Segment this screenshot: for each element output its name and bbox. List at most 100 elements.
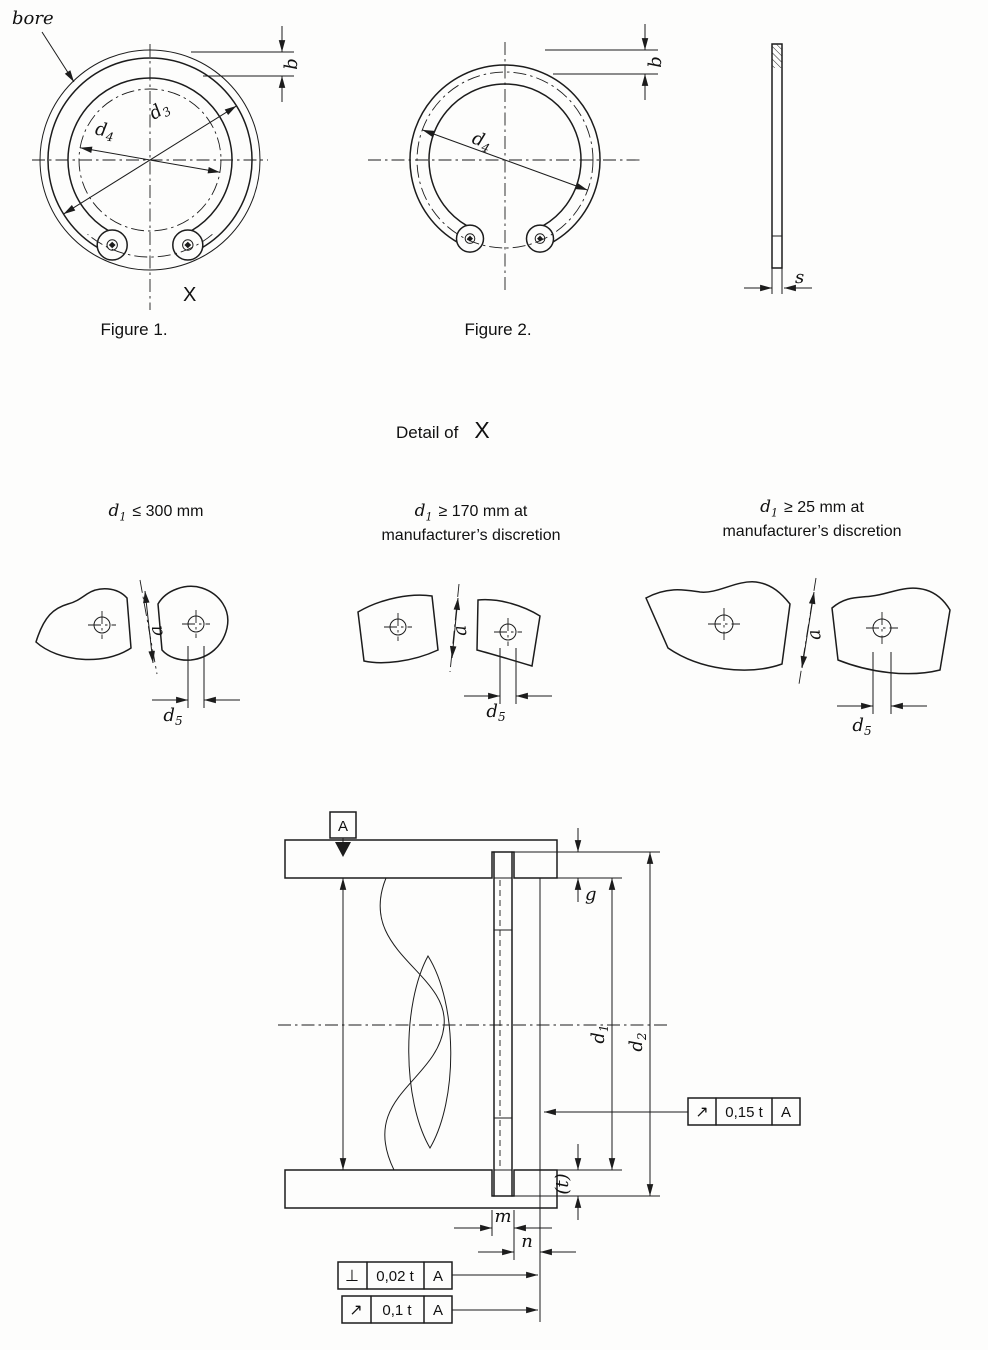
variant-condition: d1≥ 170 mm at [414,501,528,524]
fcf-frame [341,1295,453,1324]
lug-right [157,585,229,661]
lug-hole-left [464,233,476,244]
variant-condition-line2: manufacturer’s discretion [381,527,561,544]
dim-d2-label: d2 [626,1032,649,1051]
detail-variant-1-heading: d1≤ 300 mm [56,500,256,524]
fcf-tolerance-value: 0,02 t [376,1268,414,1285]
dim-d4-label: d4 [93,119,116,145]
dimension-line [800,591,816,669]
figure-1: b d4 d3 bore X [12,8,302,310]
installation-section: A g d1 d2 (t) [278,811,801,1324]
dim-a-label: a [145,624,168,638]
detail-variant-2: a d5 [357,583,552,724]
fcf-perpendicularity-002: ⊥ 0,02 t A [337,1261,538,1290]
perpendicularity-icon: ⊥ [345,1266,359,1285]
dim-a-label: a [803,628,825,642]
dim-d5-label: d5 [486,701,505,724]
retained-part-section [408,955,452,1149]
detail-of-x-marker: X [474,417,490,443]
ring-section-lower [493,1169,513,1197]
housing-lower [284,1169,558,1209]
fcf-runout-015: ↗ 0,15 t A [544,1097,801,1126]
ring-section-profile [771,43,783,269]
housing-upper [284,839,558,879]
variant-condition: d1≥ 25 mm at [760,497,864,520]
dimension-line [63,105,237,215]
datum-triangle [335,842,351,857]
side-view: s [744,43,812,294]
dim-a: a [449,583,472,673]
dim-a-label: a [450,624,472,637]
dim-t-label: (t) [552,1173,573,1194]
figure-2: b d4 [368,24,666,292]
dimension-line [143,590,155,664]
dim-g: g [574,828,597,905]
figure-2-caption: Figure 2. [464,320,532,339]
detail-of-heading: Detail of X [396,417,490,444]
fcf-frame [687,1097,801,1126]
dim-d5: d5 [464,648,552,724]
hole-center-mark [467,235,473,242]
dim-b: b [191,26,302,102]
break-line [379,877,445,1171]
fcf-frame [337,1261,453,1290]
fcf-datum-ref: A [433,1268,443,1285]
dimension-line [449,597,461,659]
runout-icon: ↗ [349,1300,362,1319]
lug-left [645,581,791,671]
lug-right [476,598,541,667]
dim-d1-label: d1 [588,1024,611,1043]
hole-center-mark [108,241,116,249]
dim-b: b [545,24,666,100]
lug-left [357,594,439,664]
detail-variant-2-heading: d1≥ 170 mm at manufacturer’s discretion [346,500,596,548]
lug-hole-right [534,233,546,244]
dim-d5: d5 [152,646,240,728]
datum-a: A [329,811,357,857]
dim-s-label: s [795,267,804,288]
lug-hole-right [182,239,194,251]
dim-m-label: m [494,1206,511,1227]
lug-left [35,588,132,661]
dim-a: a [139,579,168,675]
fcf-runout-01: ↗ 0,1 t A [341,1295,538,1324]
dim-d2: d2 [626,852,654,1196]
shaft-arc [87,233,213,258]
dim-a: a [798,577,826,685]
fcf-datum-ref: A [781,1104,791,1121]
leader-line [41,31,75,83]
ring-section-upper [493,851,513,879]
fcf-datum-ref: A [433,1302,443,1319]
dim-d1: d1 [588,878,616,1170]
detail-of-text: Detail of [396,423,459,442]
dim-d5: d5 [837,652,927,738]
dimension-line [422,129,588,191]
dim-t: (t) [552,1144,582,1220]
dim-d5-label: d5 [163,705,182,728]
dim-g-label: g [585,884,597,905]
figure-1-caption: Figure 1. [100,320,168,339]
dim-b-label: b [645,56,666,68]
dim-s: s [744,267,812,294]
fcf-tolerance-value: 0,1 t [382,1302,412,1319]
dim-n: n [478,1231,576,1256]
datum-letter: A [338,818,348,835]
dim-b-label: b [281,58,302,70]
lug-hole-left [106,239,118,251]
hole-center-mark [537,235,543,242]
ring-outline [409,64,601,244]
section-hatch [772,44,782,68]
bore-label: bore [12,8,54,29]
dim-m: m [454,1206,552,1260]
detail-x-marker: X [183,284,196,306]
detail-variant-3: a d5 [645,577,951,738]
bore-diameter-circle [416,71,594,249]
hole-center-mark [184,241,192,249]
variant-condition: d1≤ 300 mm [108,501,204,524]
variant-condition-line2: manufacturer’s discretion [722,523,902,540]
dim-d4-label: d4 [469,128,495,156]
detail-variant-1: a d5 [35,579,240,728]
detail-variant-3-heading: d1≥ 25 mm at manufacturer’s discretion [687,496,937,544]
runout-icon: ↗ [695,1102,708,1121]
